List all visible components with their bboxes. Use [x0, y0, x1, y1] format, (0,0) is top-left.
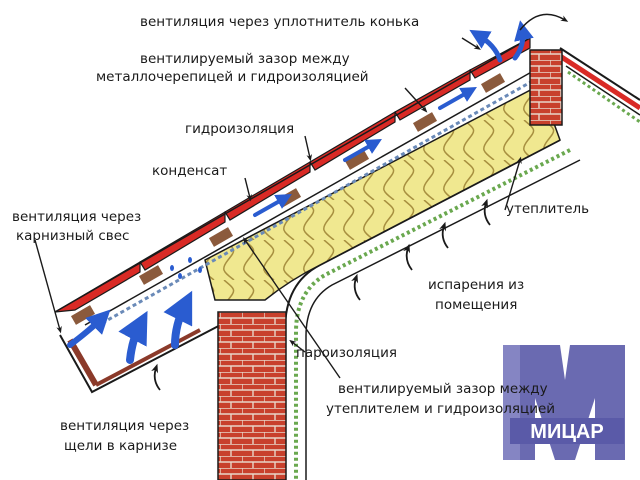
- label-condensate: конденсат: [152, 163, 227, 179]
- leader-lines: [34, 37, 522, 379]
- evaporation-arrow: [151, 363, 161, 391]
- label-evap-line2: помещения: [435, 297, 517, 313]
- leader-condensate: [244, 177, 252, 202]
- label-gap-line1: вентилируемый зазор между: [140, 51, 350, 67]
- mitsar-logo: МИЦАР: [503, 345, 625, 460]
- leader-ridge-ventilation: [461, 37, 481, 50]
- ridge-brick: [529, 49, 563, 126]
- evaporation-arrows: [151, 198, 491, 391]
- ridge-curve-arrow: [519, 13, 569, 31]
- logo-text: МИЦАР: [530, 421, 603, 443]
- airflow-arrow: [67, 309, 111, 348]
- condensate-drops: [170, 257, 202, 279]
- leader-vapor-barrier: [289, 339, 306, 353]
- label-gap2-line1: вентилируемый зазор между: [338, 381, 548, 397]
- label-slot-vent-line2: щели в карнизе: [64, 438, 177, 454]
- label-slot-vent-line1: вентиляция через: [60, 418, 189, 434]
- evaporation-arrow: [403, 243, 413, 271]
- label-gap-line2: металлочерепицей и гидроизоляцией: [96, 69, 369, 85]
- label-eave-vent-line2: карнизный свес: [16, 228, 129, 244]
- evaporation-arrow: [439, 221, 449, 249]
- ridge-cap: [558, 47, 640, 124]
- label-evap-line1: испарения из: [428, 277, 524, 293]
- leader-eave-vent: [34, 239, 62, 334]
- evaporation-arrow: [481, 198, 491, 226]
- label-vapor-barrier: пароизоляция: [296, 345, 397, 361]
- label-eave-vent-line1: вентиляция через: [12, 209, 141, 225]
- airflow-arrow: [163, 290, 193, 349]
- insulation-layer: [204, 83, 561, 301]
- label-ridge-ventilation: вентиляция через уплотнитель конька: [140, 14, 419, 30]
- airflow-arrow: [118, 310, 148, 364]
- leader-gap: [404, 87, 428, 113]
- airflow-arrows: [67, 20, 534, 364]
- airflow-arrow: [512, 20, 534, 61]
- leader-gap2: [243, 237, 341, 379]
- eave-soffit: [59, 319, 231, 394]
- label-waterproofing: гидроизоляция: [185, 121, 294, 137]
- brick-wall: [217, 311, 287, 480]
- airflow-arrow: [343, 139, 382, 162]
- airflow-arrow: [438, 87, 477, 110]
- evaporation-arrow: [351, 273, 361, 301]
- label-gap2-line2: утеплителем и гидроизоляцией: [326, 401, 555, 417]
- leader-insulation: [504, 156, 522, 211]
- label-insulation: утеплитель: [506, 201, 589, 217]
- leader-waterproofing: [304, 135, 312, 162]
- airflow-arrow: [253, 194, 292, 217]
- airflow-arrow: [469, 29, 503, 63]
- waterproofing-membrane: [84, 69, 539, 332]
